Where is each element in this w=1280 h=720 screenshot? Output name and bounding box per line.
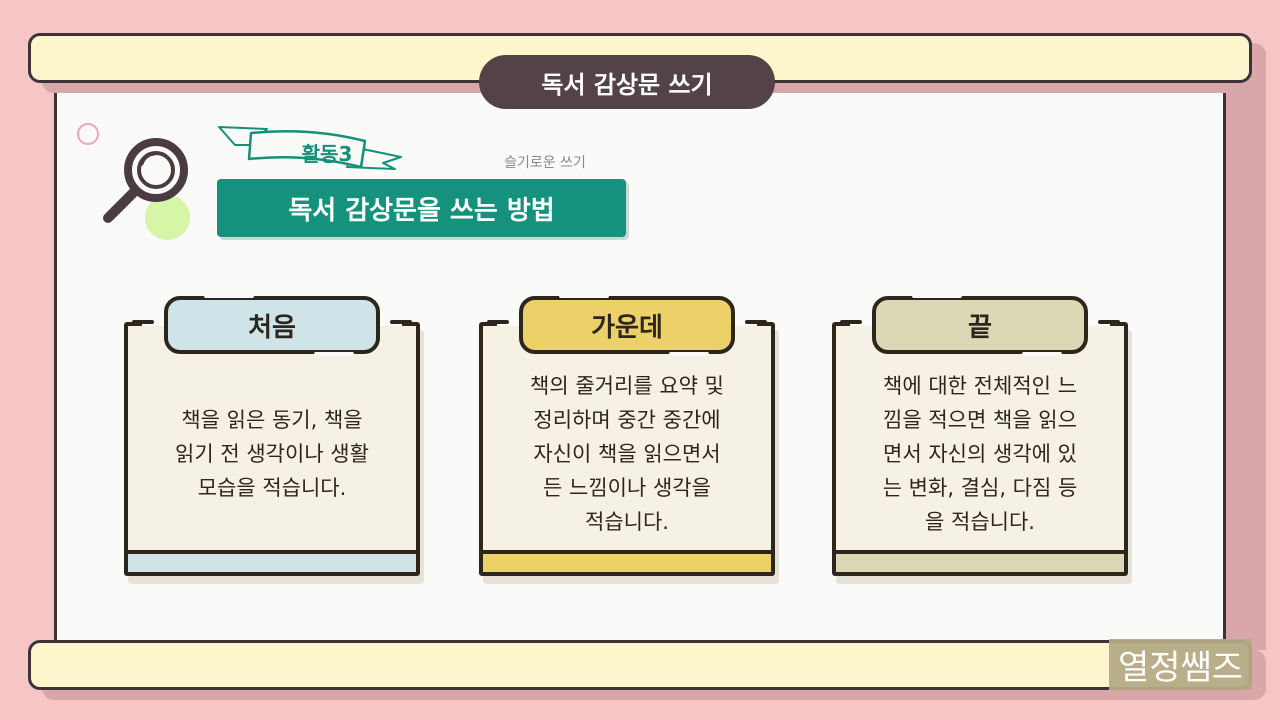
card-beginning: 처음 책을 읽은 동기, 책을 읽기 전 생각이나 생활 모습을 적습니다.: [124, 294, 424, 584]
card-middle: 가운데 책의 줄거리를 요약 및 정리하며 중간 중간에 자신이 책을 읽으면서…: [479, 294, 779, 584]
card-description: 책에 대한 전체적인 느 낌을 적으면 책을 읽으 면서 자신의 생각에 있 는…: [882, 374, 1078, 534]
card-title-pill: 처음: [164, 296, 380, 354]
border-dash: [1098, 320, 1120, 324]
card-description: 책을 읽은 동기, 책을 읽기 전 생각이나 생활 모습을 적습니다.: [175, 408, 369, 500]
watermark: 열정쌤즈: [1109, 639, 1252, 690]
card-description: 책의 줄거리를 요약 및 정리하며 중간 중간에 자신이 책을 읽으면서 든 느…: [530, 374, 724, 534]
pill-gap: [669, 352, 709, 356]
pill-gap: [1022, 352, 1062, 356]
activity-subtitle: 슬기로운 쓰기: [504, 155, 586, 171]
border-dash: [390, 320, 412, 324]
decor-dot: [145, 195, 190, 240]
card-band: [128, 550, 416, 572]
pill-gap: [559, 294, 609, 298]
card-band: [836, 550, 1124, 572]
bottom-scroll-bar: [28, 640, 1252, 690]
decor-circle: [77, 123, 99, 145]
card-title-pill: 끝: [872, 296, 1088, 354]
card-body: [832, 322, 1128, 576]
activity-heading: 독서 감상문을 쓰는 방법: [217, 179, 626, 237]
magnifier-icon: [103, 138, 188, 223]
ribbon-icon: [218, 126, 402, 170]
pill-gap: [912, 294, 962, 298]
card-title-pill: 가운데: [519, 296, 735, 354]
border-dash: [745, 320, 767, 324]
card-end: 끝 책에 대한 전체적인 느 낌을 적으면 책을 읽으 면서 자신의 생각에 있…: [832, 294, 1132, 584]
activity-label: 활동3: [301, 142, 353, 166]
pill-gap: [204, 294, 254, 298]
pill-gap: [314, 352, 354, 356]
border-dash: [840, 320, 862, 324]
card-band: [483, 550, 771, 572]
card-body: [124, 322, 420, 576]
border-dash: [132, 320, 154, 324]
border-dash: [487, 320, 509, 324]
page-title: 독서 감상문 쓰기: [479, 55, 775, 109]
